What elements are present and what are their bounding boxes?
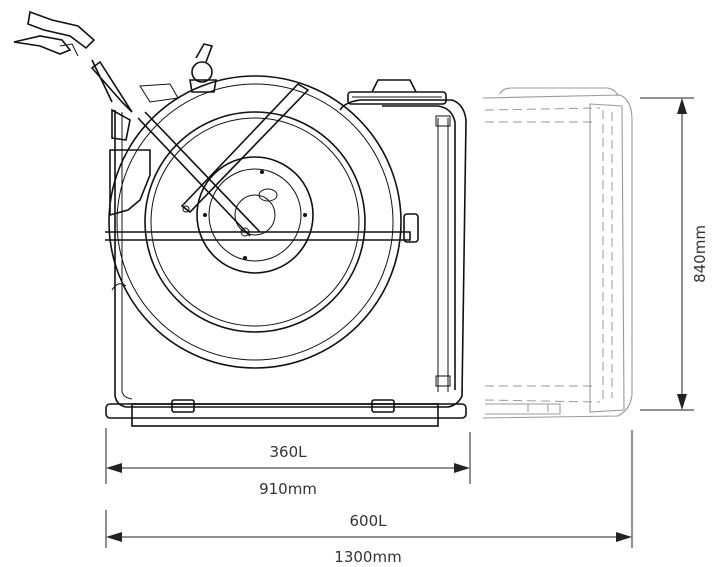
width-1300-label: 1300mm	[334, 548, 401, 566]
extension-tank-outline	[482, 87, 633, 419]
width-910-label: 910mm	[259, 480, 317, 498]
hose-reel	[108, 75, 402, 369]
height-label: 840mm	[691, 225, 709, 283]
fuel-nozzle	[13, 10, 217, 141]
width-600-dimension: 600L 1300mm	[105, 430, 633, 566]
main-tank-body	[109, 99, 467, 408]
tank-base	[105, 399, 467, 427]
reel-support-arm	[105, 82, 419, 243]
volume-600-label: 600L	[350, 512, 388, 530]
height-dimension: 840mm	[640, 97, 709, 411]
filler-cap	[347, 79, 447, 105]
width-360-dimension: 360L 910mm	[105, 428, 471, 498]
volume-360-label: 360L	[270, 443, 308, 461]
